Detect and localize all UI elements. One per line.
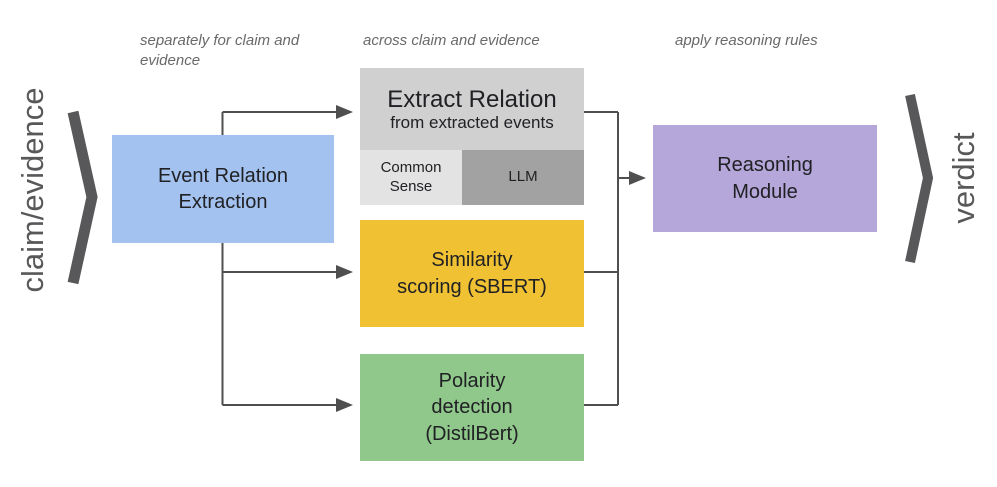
event-relation-extraction-box: Event Relation Extraction xyxy=(112,135,334,243)
annotation-stage1: separately for claim and evidence xyxy=(140,32,300,70)
annotation-stage3: apply reasoning rules xyxy=(675,32,818,49)
annotation-stage2: across claim and evidence xyxy=(363,32,540,49)
llm-box: LLM xyxy=(462,150,584,205)
llm-label: LLM xyxy=(508,168,538,186)
reasoning-module-label: Reasoning Module xyxy=(717,154,813,203)
common-sense-label: Common Sense xyxy=(380,158,442,195)
extract-relation-subtitle: from extracted events xyxy=(390,113,554,133)
similarity-scoring-label: Similarity scoring (SBERT) xyxy=(397,249,547,298)
common-sense-box: Common Sense xyxy=(360,150,462,205)
input-label: claim/evidence xyxy=(15,87,50,293)
output-chevron-icon xyxy=(905,93,934,264)
input-chevron-icon xyxy=(67,110,98,285)
extract-relation-submodules: Common Sense LLM xyxy=(360,150,584,205)
output-label: verdict xyxy=(946,132,981,224)
extract-relation-title: Extract Relation xyxy=(387,86,557,114)
polarity-detection-label: Polarity detection (DistilBert) xyxy=(425,369,519,445)
connector-lines xyxy=(221,105,646,412)
extract-relation-header: Extract Relation from extracted events xyxy=(360,68,584,150)
event-relation-extraction-label: Event Relation Extraction xyxy=(157,164,289,213)
reasoning-module-box: Reasoning Module xyxy=(653,125,877,232)
similarity-scoring-box: Similarity scoring (SBERT) xyxy=(360,220,584,327)
extract-relation-box: Extract Relation from extracted events C… xyxy=(360,68,584,205)
polarity-detection-box: Polarity detection (DistilBert) xyxy=(360,354,584,461)
